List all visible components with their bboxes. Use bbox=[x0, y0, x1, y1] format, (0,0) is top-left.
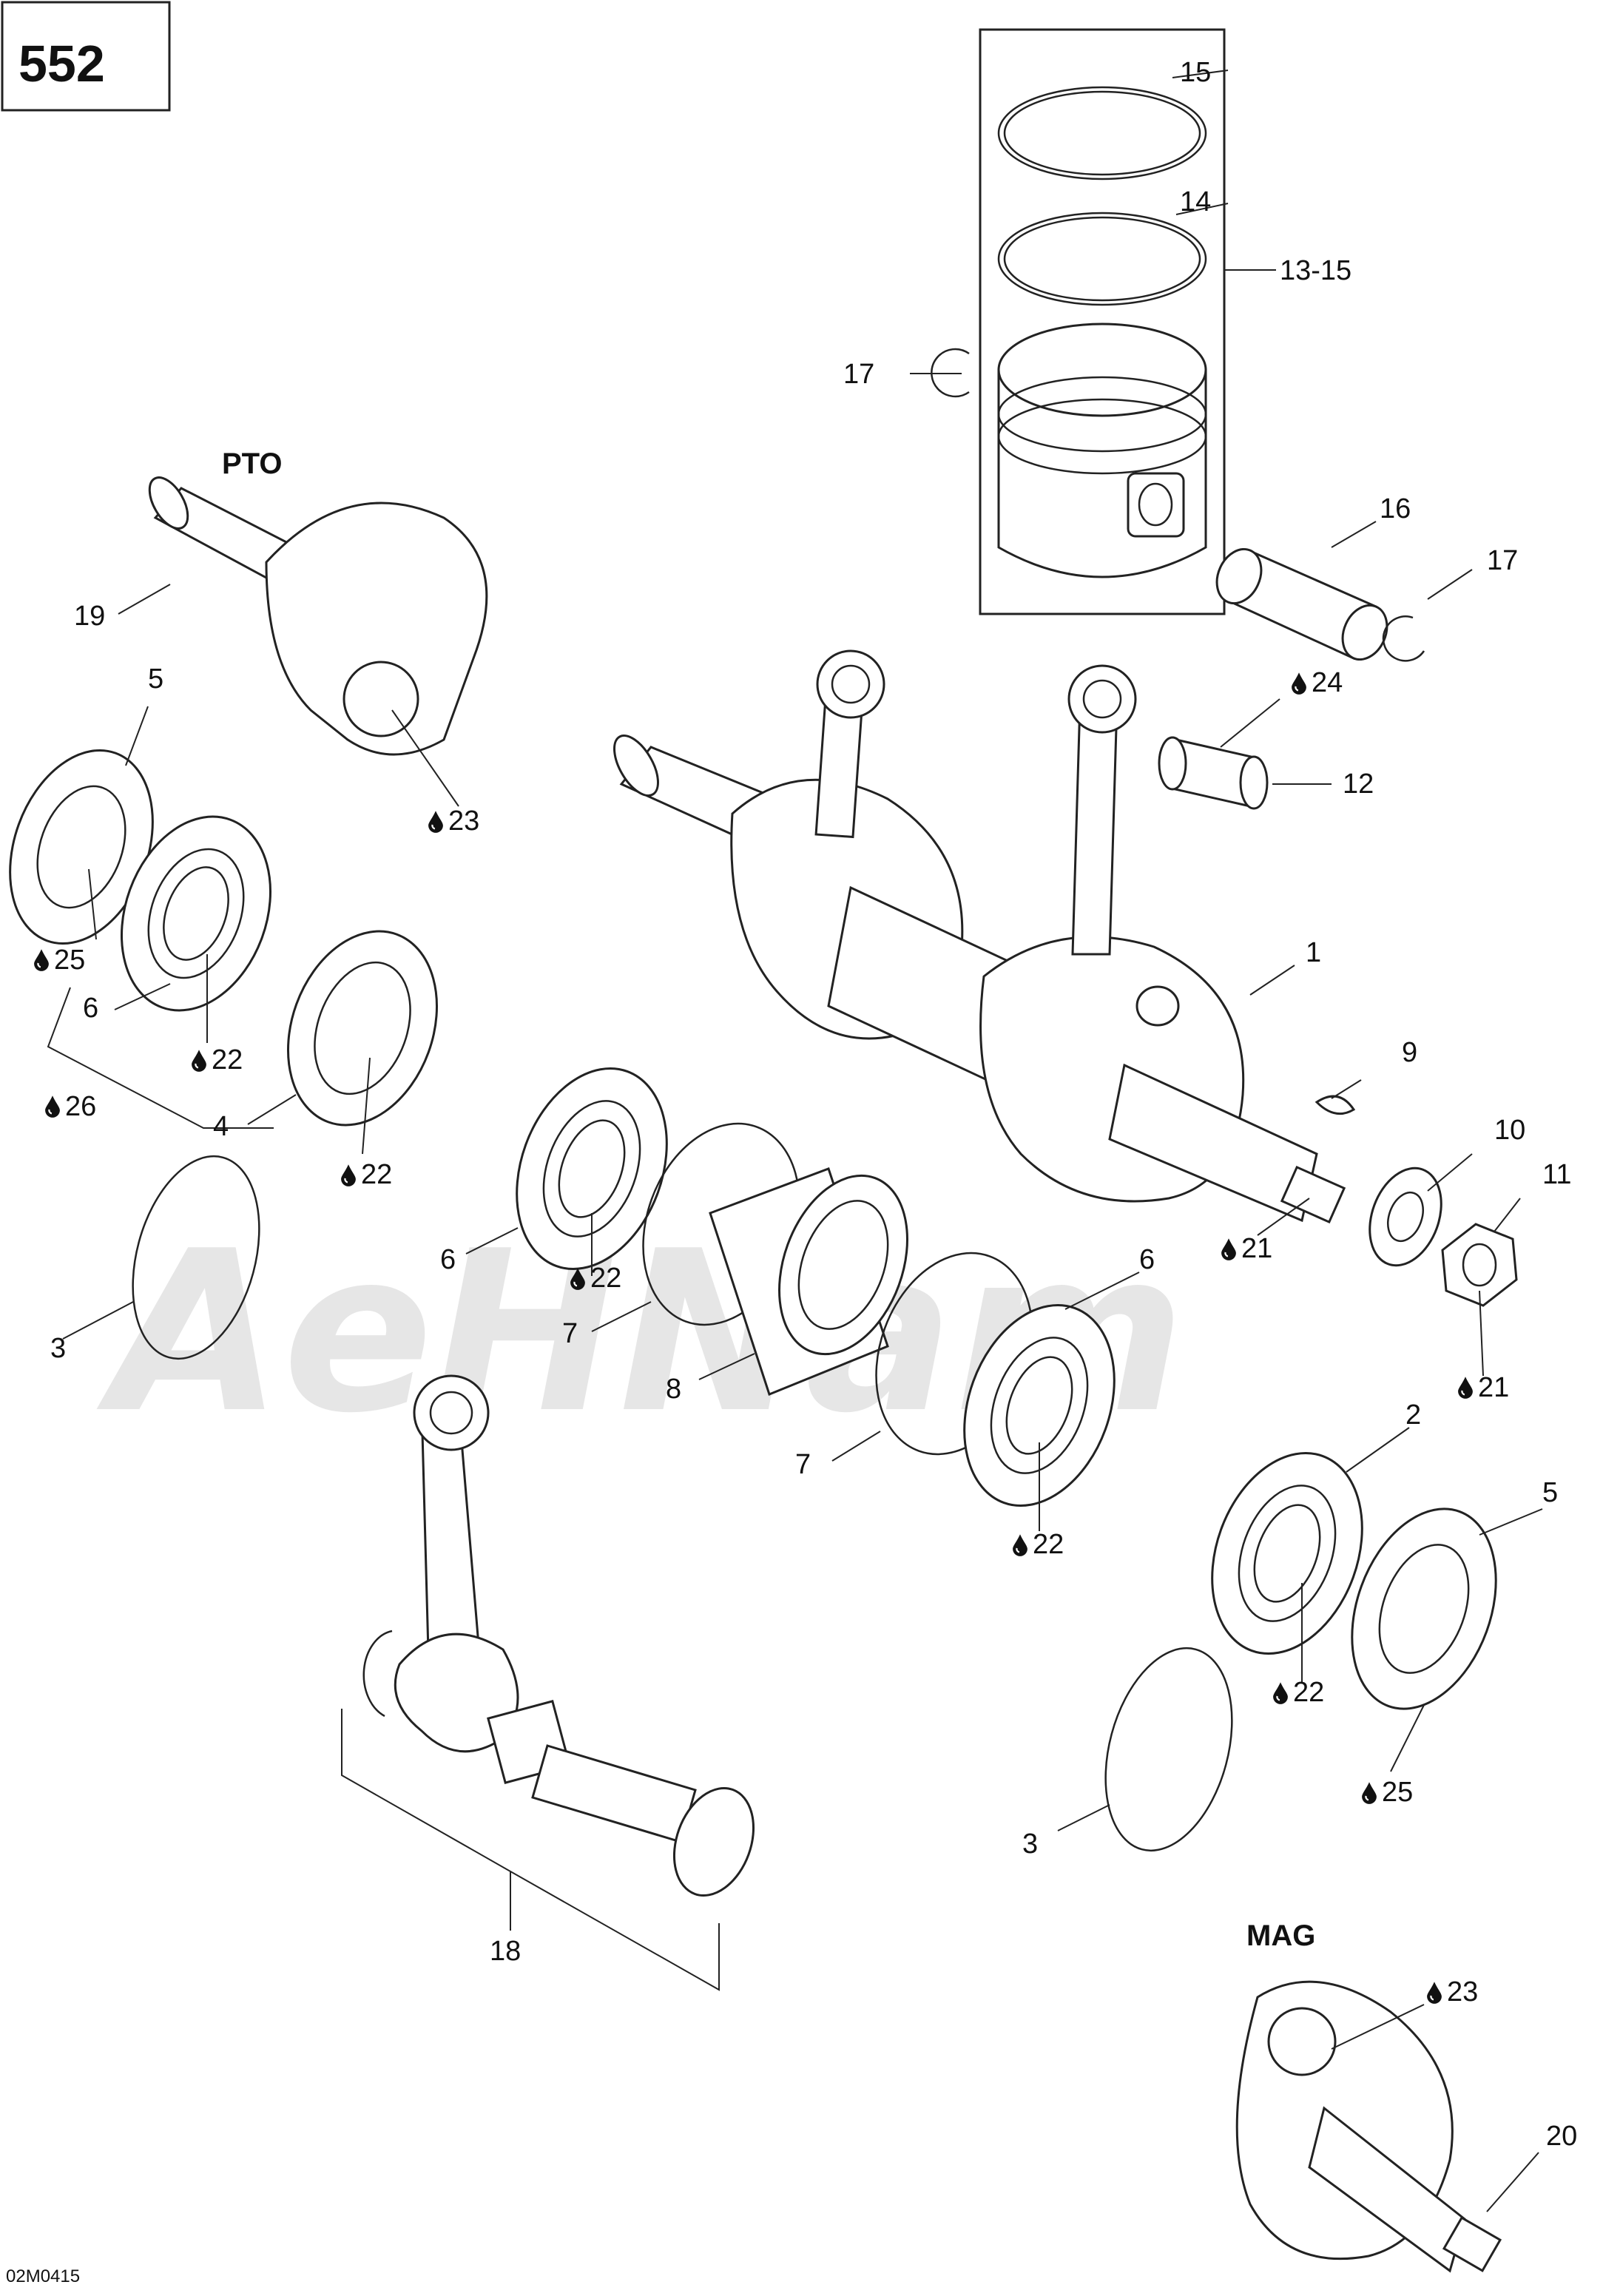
oil-drop-icon bbox=[1457, 1376, 1474, 1399]
callout-23-top: 23 bbox=[448, 806, 479, 837]
ball-bearing-6-top-left bbox=[120, 815, 272, 1012]
oil-drop-icon bbox=[1291, 672, 1307, 695]
callout-5-right: 5 bbox=[1542, 1477, 1558, 1508]
piston-kit-frame bbox=[979, 28, 1226, 615]
callout-17-left: 17 bbox=[843, 359, 874, 390]
oil-drop-icon bbox=[1272, 1681, 1289, 1704]
lock-washer-10 bbox=[1369, 1166, 1442, 1267]
bearing-8 bbox=[709, 1167, 908, 1396]
ball-bearing-6-center bbox=[516, 1067, 668, 1271]
callout-20: 20 bbox=[1546, 2121, 1577, 2152]
crankshaft-assembly-1 bbox=[613, 649, 1346, 1224]
callout-22-d: 22 bbox=[1033, 1529, 1064, 1560]
callout-24: 24 bbox=[1312, 667, 1343, 698]
callout-8: 8 bbox=[666, 1374, 681, 1405]
callout-10: 10 bbox=[1494, 1115, 1525, 1146]
callout-16: 16 bbox=[1380, 493, 1411, 524]
drawing-code: 02M0415 bbox=[6, 2266, 80, 2286]
callout-21-b: 21 bbox=[1478, 1372, 1509, 1403]
callout-11: 11 bbox=[1542, 1159, 1571, 1190]
callout-22-c: 22 bbox=[590, 1263, 621, 1294]
mag-label: MAG bbox=[1246, 1919, 1315, 1952]
piston-ring-14 bbox=[997, 212, 1207, 306]
callout-7-upper: 7 bbox=[562, 1318, 578, 1349]
callout-17-right: 17 bbox=[1487, 545, 1518, 576]
piston-pin-16 bbox=[1215, 547, 1388, 661]
callout-13-15: 13-15 bbox=[1280, 255, 1351, 286]
o-ring-3-right bbox=[1104, 1647, 1233, 1852]
mag-crank-half-20 bbox=[1235, 1980, 1502, 2273]
callout-25-left: 25 bbox=[54, 945, 85, 976]
oil-drop-icon bbox=[1221, 1238, 1237, 1260]
callout-25-right: 25 bbox=[1382, 1777, 1413, 1808]
ball-bearing-6-lower bbox=[963, 1303, 1116, 1507]
callout-3-right: 3 bbox=[1022, 1829, 1038, 1860]
callout-22-b: 22 bbox=[361, 1159, 392, 1190]
callout-19: 19 bbox=[74, 601, 105, 632]
callout-14: 14 bbox=[1180, 186, 1211, 217]
leader-lines bbox=[62, 70, 1543, 2212]
ball-bearing-2 bbox=[1211, 1451, 1363, 1655]
circlip-17-right bbox=[1382, 615, 1425, 662]
callout-22-e: 22 bbox=[1293, 1677, 1324, 1708]
page-number: 552 bbox=[18, 35, 105, 92]
callout-1: 1 bbox=[1306, 937, 1321, 968]
callout-7-lower: 7 bbox=[795, 1449, 811, 1480]
ball-bearing-4 bbox=[286, 930, 439, 1127]
callout-26: 26 bbox=[65, 1091, 96, 1122]
oil-drop-icon bbox=[44, 1095, 61, 1118]
connecting-rod-kit-18 bbox=[362, 1374, 755, 1897]
oil-drop-icon bbox=[1361, 1781, 1377, 1804]
oil-drop-icon bbox=[428, 810, 444, 833]
bracket-26 bbox=[47, 987, 274, 1129]
hex-nut-11 bbox=[1441, 1223, 1518, 1307]
callout-6-center: 6 bbox=[440, 1244, 456, 1275]
oil-drop-icon bbox=[191, 1049, 207, 1072]
callout-3-left: 3 bbox=[50, 1333, 66, 1364]
callout-9: 9 bbox=[1402, 1037, 1417, 1068]
oil-seal-5-right bbox=[1351, 1507, 1497, 1710]
pto-crank-half-19 bbox=[148, 476, 488, 756]
callout-5-left: 5 bbox=[148, 664, 163, 695]
page-number-box: 552 bbox=[1, 1, 171, 112]
callout-6-left: 6 bbox=[83, 993, 98, 1024]
callout-21-a: 21 bbox=[1241, 1233, 1272, 1264]
callout-15: 15 bbox=[1180, 57, 1211, 88]
pto-label: PTO bbox=[222, 448, 283, 480]
oil-drop-icon bbox=[1012, 1533, 1028, 1556]
piston bbox=[997, 323, 1207, 578]
needle-bearing-24 bbox=[1158, 736, 1269, 810]
callout-23-bottom: 23 bbox=[1447, 1976, 1478, 2008]
callout-18: 18 bbox=[490, 1936, 521, 1967]
woodruff-key-9 bbox=[1315, 1095, 1356, 1115]
oil-drop-icon bbox=[33, 948, 50, 971]
callout-4: 4 bbox=[213, 1111, 229, 1142]
piston-ring-15 bbox=[997, 86, 1207, 180]
oil-drop-icon bbox=[340, 1164, 357, 1186]
o-ring-3-left bbox=[132, 1155, 260, 1360]
callout-22-a: 22 bbox=[212, 1044, 243, 1076]
callout-2: 2 bbox=[1405, 1399, 1421, 1431]
callout-labels: 15 14 13-15 17 16 17 19 24 12 23 5 25 1 … bbox=[50, 57, 1577, 2152]
oil-drop-icon bbox=[1426, 1981, 1442, 2004]
callout-12: 12 bbox=[1343, 769, 1374, 800]
callout-6-right: 6 bbox=[1139, 1244, 1155, 1275]
